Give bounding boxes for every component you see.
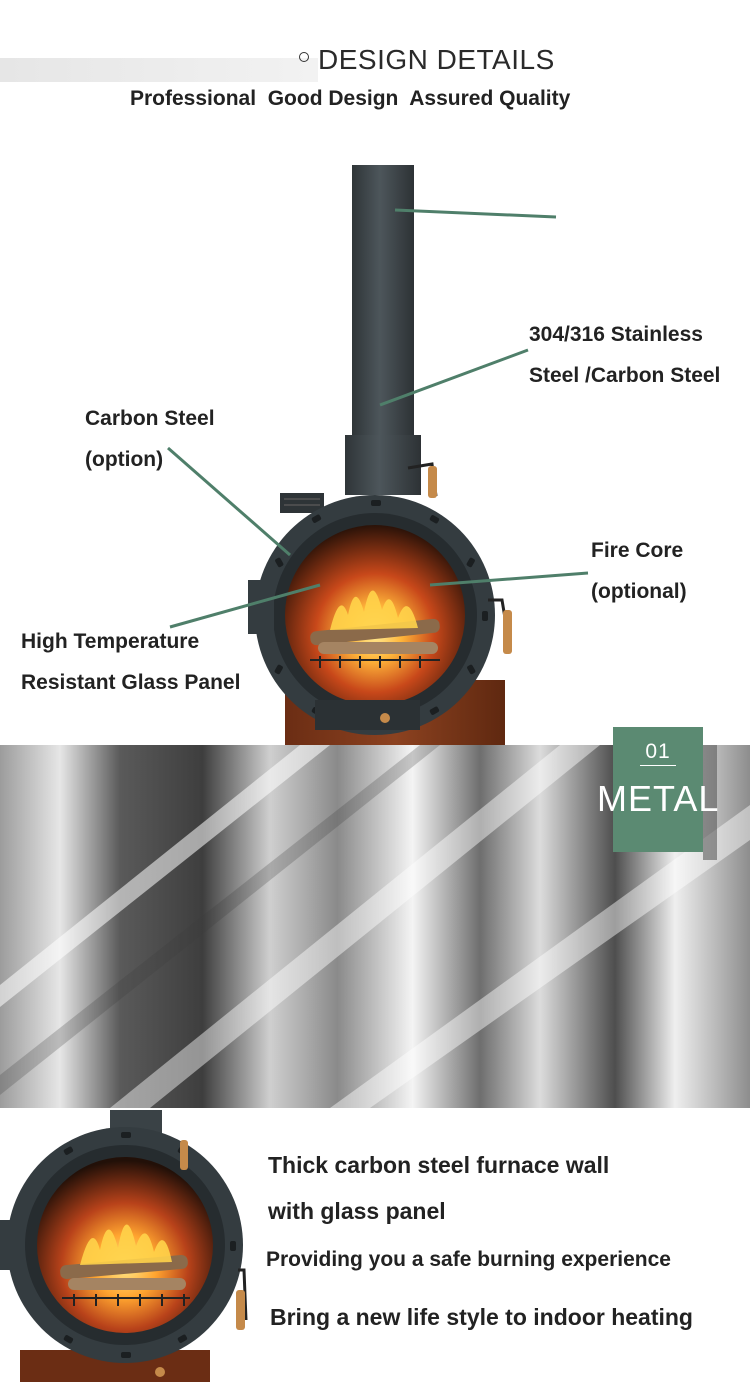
callout-carbon-steel: Carbon Steel (option) [85, 398, 215, 480]
callout-stainless-steel: 304/316 Stainless Steel /Carbon Steel [529, 314, 720, 396]
feature-text-line2: with glass panel [268, 1198, 446, 1224]
page-title: DESIGN DETAILS [318, 44, 555, 75]
callout-stainless-line1: 304/316 Stainless [529, 323, 703, 346]
callout-firecore-line1: Fire Core [591, 539, 684, 562]
callout-fire-core: Fire Core (optional) [591, 530, 687, 612]
header-circle-icon [299, 52, 309, 62]
callout-glass-panel: High Temperature Resistant Glass Panel [21, 621, 240, 703]
badge-divider [640, 765, 676, 766]
metal-texture-banner [0, 745, 750, 1108]
header-decor-bar [0, 58, 318, 82]
section-number: 01 [645, 740, 671, 763]
callout-carbon-line2: (option) [85, 448, 164, 471]
feature-text-line3: Providing you a safe burning experience [266, 1248, 671, 1271]
section-badge [613, 727, 703, 852]
page-subtitle: Professional Good Design Assured Quality [130, 87, 571, 110]
callout-carbon-line1: Carbon Steel [85, 407, 215, 430]
callout-stainless-line2: Steel /Carbon Steel [529, 364, 721, 387]
callout-glass-line2: Resistant Glass Panel [21, 671, 241, 694]
callout-firecore-line2: (optional) [591, 580, 687, 603]
feature-text-line1: Thick carbon steel furnace wall [268, 1152, 610, 1178]
callout-glass-line1: High Temperature [21, 630, 200, 653]
feature-text-line4: Bring a new life style to indoor heating [270, 1304, 693, 1330]
badge-shadow [703, 745, 717, 860]
stove-closeup-image [0, 1110, 248, 1382]
stove-product-image [248, 165, 512, 750]
section-title: METAL [597, 778, 720, 819]
